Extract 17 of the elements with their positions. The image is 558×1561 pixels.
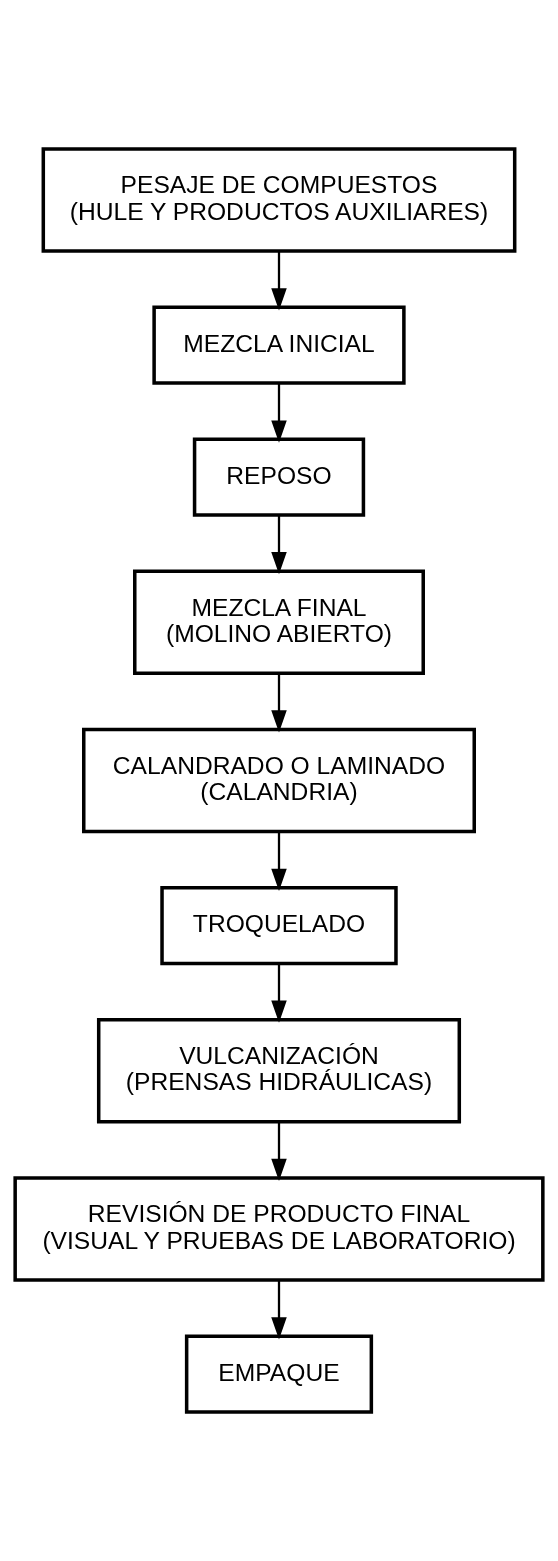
node-box: MEZCLA INICIAL bbox=[152, 305, 406, 385]
arrow bbox=[271, 831, 287, 891]
arrow bbox=[271, 1280, 287, 1340]
node-box: MEZCLA FINAL (MOLINO ABIERTO) bbox=[133, 569, 425, 675]
node-box: REPOSO bbox=[192, 437, 366, 517]
node-box: EMPAQUE bbox=[184, 1334, 374, 1414]
arrow bbox=[271, 251, 287, 311]
arrow bbox=[271, 383, 287, 443]
arrow bbox=[271, 1122, 287, 1181]
node-box: CALANDRADO O LAMINADO (CALANDRIA) bbox=[82, 727, 476, 834]
node-box: TROQUELADO bbox=[160, 886, 398, 966]
node-box: REVISIÓN DE PRODUCTO FINAL (VISUAL Y PRUEBAS DE LABORATORIO) bbox=[13, 1176, 545, 1282]
arrow bbox=[271, 963, 287, 1023]
node-box: PESAJE DE COMPUESTOS (HULE Y PRODUCTOS AUXILIARES) bbox=[41, 147, 517, 253]
arrow bbox=[271, 515, 287, 575]
arrow bbox=[271, 673, 287, 733]
node-box: VULCANIZACIÓN (PRENSAS HIDRÁULICAS) bbox=[96, 1017, 462, 1124]
